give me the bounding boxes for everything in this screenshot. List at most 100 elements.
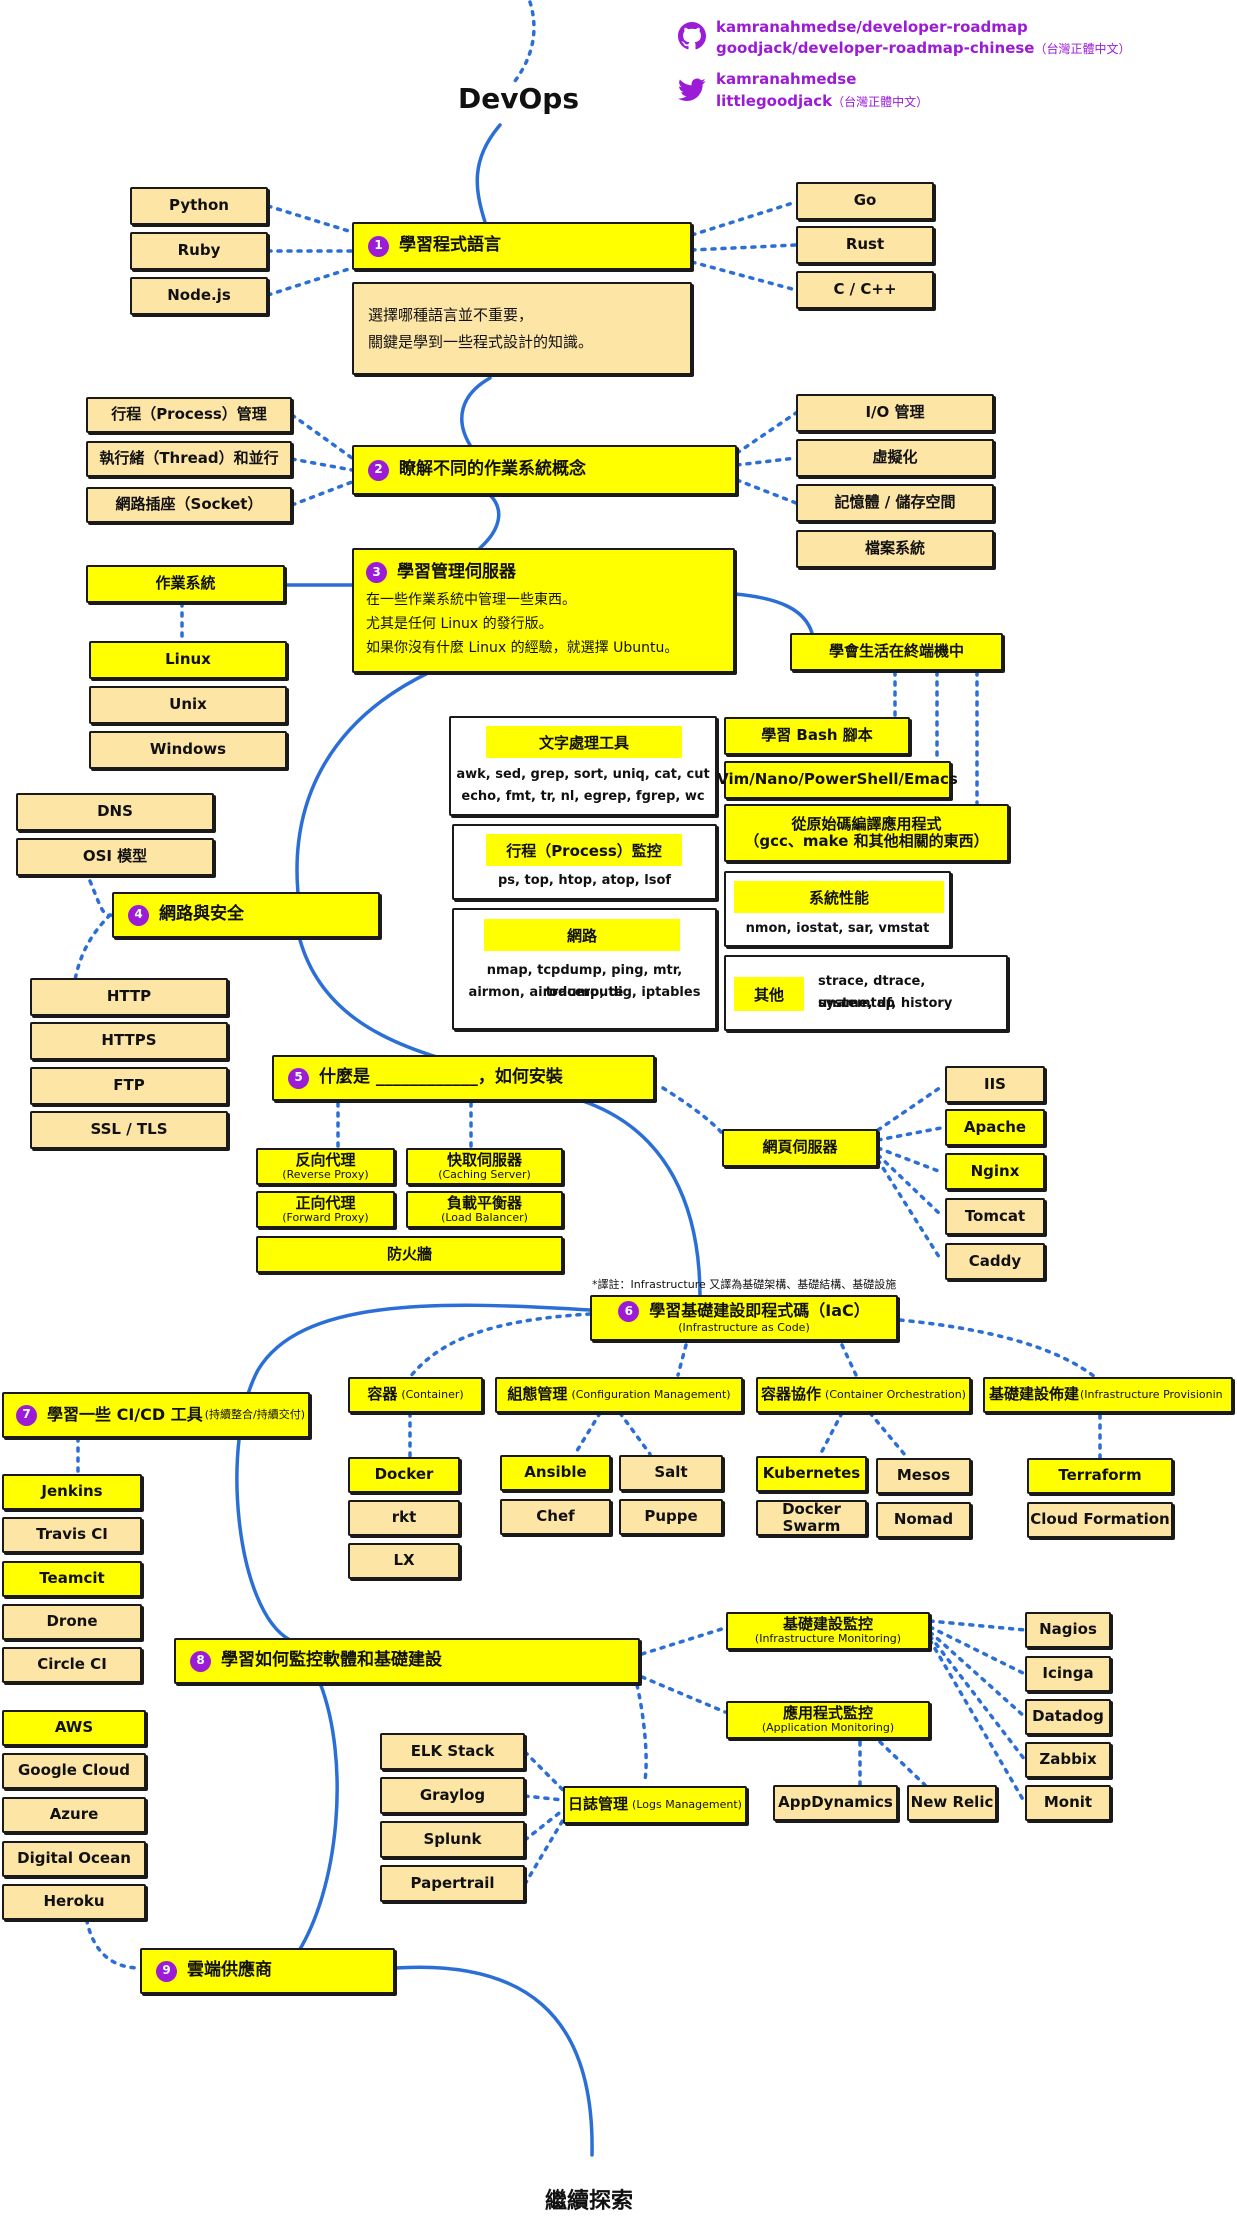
mon-monit[interactable]: Monit	[1025, 1785, 1111, 1821]
ci-travis[interactable]: Travis CI	[2, 1517, 142, 1553]
os-sockets[interactable]: 網路插座（Socket）	[86, 487, 292, 523]
net-dns[interactable]: DNS	[16, 793, 214, 831]
lang-c-cpp[interactable]: C / C++	[796, 271, 934, 309]
load-balancer[interactable]: 負載平衡器(Load Balancer)	[406, 1191, 563, 1228]
step-number-5: 5	[288, 1067, 309, 1089]
step-3-desc-2: 尤其是任何 Linux 的發行版。	[366, 615, 553, 632]
forward-proxy[interactable]: 正向代理(Forward Proxy)	[256, 1191, 395, 1228]
twitter-link-1[interactable]: kamranahmedse	[716, 70, 857, 88]
cloud-digital-ocean[interactable]: Digital Ocean	[2, 1841, 146, 1877]
tool-salt[interactable]: Salt	[619, 1455, 723, 1491]
lang-ruby[interactable]: Ruby	[130, 232, 268, 270]
networking-tools-title[interactable]: 網路	[484, 919, 680, 951]
tool-kubernetes[interactable]: Kubernetes	[756, 1456, 867, 1492]
operating-systems-label[interactable]: 作業系統	[86, 565, 285, 603]
tool-rkt[interactable]: rkt	[348, 1500, 460, 1536]
configuration-management[interactable]: 組態管理(Configuration Management)	[495, 1377, 743, 1413]
tool-ansible[interactable]: Ansible	[500, 1455, 611, 1491]
log-elk-stack[interactable]: ELK Stack	[380, 1733, 525, 1770]
ci-circleci[interactable]: Circle CI	[2, 1647, 142, 1683]
logs-management[interactable]: 日誌管理(Logs Management)	[563, 1786, 747, 1824]
infrastructure-provisioning[interactable]: 基礎建設佈建(Infrastructure Provisionin	[983, 1377, 1233, 1413]
containers-sub: (Container)	[401, 1387, 464, 1401]
ws-nginx[interactable]: Nginx	[945, 1153, 1045, 1190]
net-https[interactable]: HTTPS	[30, 1022, 228, 1060]
infrastructure-monitoring[interactable]: 基礎建設監控(Infrastructure Monitoring)	[726, 1612, 930, 1650]
log-papertrail[interactable]: Papertrail	[380, 1865, 525, 1902]
twitter-link-2[interactable]: littlegoodjack（台灣正體中文）	[716, 91, 928, 110]
net-http[interactable]: HTTP	[30, 978, 228, 1016]
os-file-systems[interactable]: 檔案系統	[796, 530, 994, 568]
github-link-2[interactable]: goodjack/developer-roadmap-chinese（台灣正體中…	[716, 38, 1131, 57]
tool-terraform[interactable]: Terraform	[1027, 1458, 1173, 1494]
tool-cloud-formation[interactable]: Cloud Formation	[1027, 1502, 1173, 1538]
editors[interactable]: Vim/Nano/PowerShell/Emacs	[717, 761, 958, 799]
log-graylog[interactable]: Graylog	[380, 1777, 525, 1814]
tool-docker[interactable]: Docker	[348, 1457, 460, 1493]
lang-go[interactable]: Go	[796, 182, 934, 220]
ci-teamcity[interactable]: Teamcit	[2, 1561, 142, 1597]
terminal-life[interactable]: 學會生活在終端機中	[790, 633, 1003, 671]
log-splunk[interactable]: Splunk	[380, 1821, 525, 1858]
net-ssl-tls[interactable]: SSL / TLS	[30, 1111, 228, 1149]
cloud-azure[interactable]: Azure	[2, 1797, 146, 1833]
mon-appdynamics[interactable]: AppDynamics	[773, 1785, 898, 1821]
ws-caddy[interactable]: Caddy	[945, 1243, 1045, 1280]
os-threads-concurrency[interactable]: 執行緒（Thread）和並行	[86, 441, 292, 477]
github-link-1[interactable]: kamranahmedse/developer-roadmap	[716, 18, 1028, 36]
mon-datadog[interactable]: Datadog	[1025, 1699, 1111, 1735]
os-process-management[interactable]: 行程（Process）管理	[86, 397, 292, 433]
bash-scripting[interactable]: 學習 Bash 腳本	[724, 717, 910, 755]
mon-nagios[interactable]: Nagios	[1025, 1612, 1111, 1648]
ci-jenkins[interactable]: Jenkins	[2, 1474, 142, 1510]
net-osi-model[interactable]: OSI 模型	[16, 838, 214, 876]
mon-new-relic[interactable]: New Relic	[907, 1785, 997, 1821]
caching-server[interactable]: 快取伺服器(Caching Server)	[406, 1148, 563, 1185]
net-ftp[interactable]: FTP	[30, 1067, 228, 1105]
tool-puppet[interactable]: Puppe	[619, 1499, 723, 1535]
other-tools-title[interactable]: 其他	[734, 977, 804, 1011]
tool-mesos[interactable]: Mesos	[876, 1458, 971, 1494]
cloud-aws[interactable]: AWS	[2, 1710, 146, 1746]
tool-lx[interactable]: LX	[348, 1543, 460, 1579]
system-performance-title[interactable]: 系統性能	[734, 881, 944, 913]
application-monitoring[interactable]: 應用程式監控(Application Monitoring)	[726, 1701, 930, 1739]
cloud-heroku[interactable]: Heroku	[2, 1884, 146, 1920]
ci-drone[interactable]: Drone	[2, 1604, 142, 1640]
text-tools-title[interactable]: 文字處理工具	[486, 726, 682, 758]
lang-nodejs[interactable]: Node.js	[130, 277, 268, 315]
os-linux[interactable]: Linux	[89, 641, 287, 679]
tool-nomad[interactable]: Nomad	[876, 1502, 971, 1538]
containers[interactable]: 容器(Container)	[348, 1377, 483, 1413]
container-orchestration[interactable]: 容器協作(Container Orchestration)	[756, 1377, 971, 1413]
lang-rust[interactable]: Rust	[796, 226, 934, 264]
compile-from-source[interactable]: 從原始碼編譯應用程式（gcc、make 和其他相關的東西）	[724, 804, 1009, 862]
ws-tomcat[interactable]: Tomcat	[945, 1198, 1045, 1235]
process-monitor-title[interactable]: 行程（Process）監控	[486, 834, 682, 866]
ws-apache[interactable]: Apache	[945, 1109, 1045, 1146]
os-memory-storage[interactable]: 記憶體 / 儲存空間	[796, 484, 994, 522]
web-server[interactable]: 網頁伺服器	[722, 1129, 878, 1167]
lang-python[interactable]: Python	[130, 187, 268, 225]
os-virtualization[interactable]: 虛擬化	[796, 439, 994, 477]
tool-docker-swarm[interactable]: Docker Swarm	[756, 1500, 867, 1536]
firewall[interactable]: 防火牆	[256, 1236, 563, 1273]
cloud-google-cloud[interactable]: Google Cloud	[2, 1753, 146, 1789]
tool-chef[interactable]: Chef	[500, 1499, 611, 1535]
reverse-proxy[interactable]: 反向代理(Reverse Proxy)	[256, 1148, 395, 1185]
os-unix[interactable]: Unix	[89, 686, 287, 724]
mon-zabbix[interactable]: Zabbix	[1025, 1742, 1111, 1778]
mon-icinga[interactable]: Icinga	[1025, 1656, 1111, 1692]
ws-iis[interactable]: IIS	[945, 1066, 1045, 1103]
os-io-management[interactable]: I/O 管理	[796, 394, 994, 432]
os-windows[interactable]: Windows	[89, 731, 287, 769]
